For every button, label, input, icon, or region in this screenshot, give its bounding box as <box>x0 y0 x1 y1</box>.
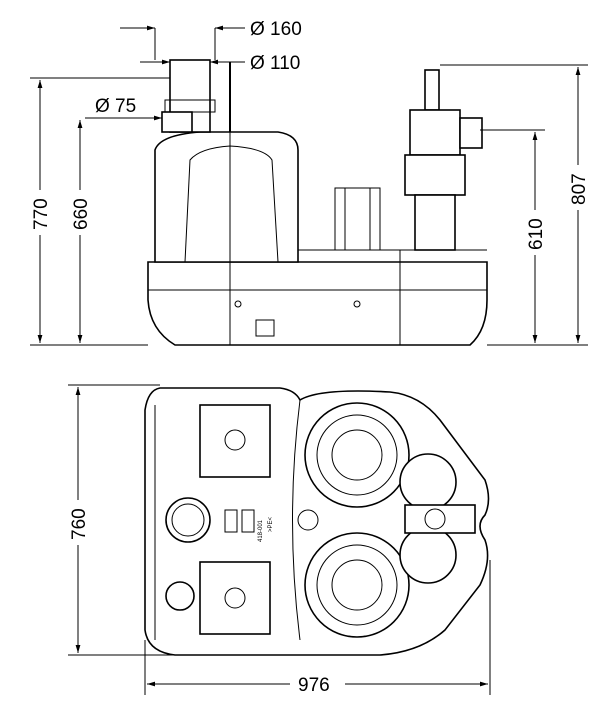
top-view: 418-001 >PE< <box>144 387 490 656</box>
dim-976: 976 <box>298 675 330 696</box>
dim-660: 660 <box>71 198 92 230</box>
side-view <box>147 59 488 346</box>
part-number-label: 418-001 <box>258 519 264 542</box>
dim-d75: Ø 75 <box>95 96 136 117</box>
dim-760: 760 <box>69 508 90 540</box>
dim-610: 610 <box>526 218 547 250</box>
dim-770: 770 <box>31 198 52 230</box>
dim-d110: Ø 110 <box>250 53 300 74</box>
dim-807: 807 <box>569 173 590 205</box>
dim-d160: Ø 160 <box>250 19 302 40</box>
dimension-lines-top <box>68 384 491 695</box>
material-label: >PE< <box>268 516 274 532</box>
dimension-lines-side <box>30 25 588 346</box>
